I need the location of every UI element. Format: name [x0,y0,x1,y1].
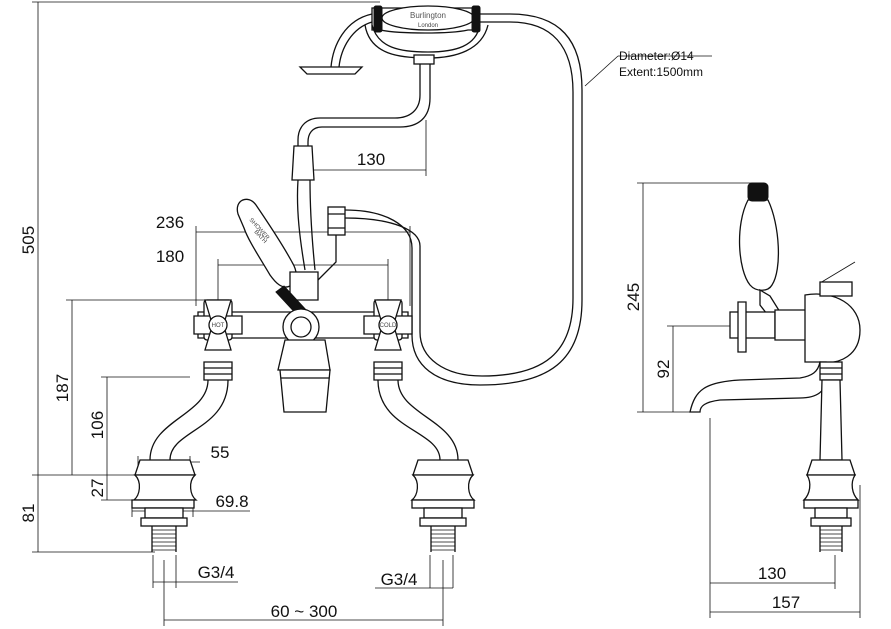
cold-label: COLD [380,323,397,329]
dim-187: 187 [53,374,72,402]
dim-180: 180 [156,247,184,266]
side-view [689,182,861,552]
dim-92: 92 [654,360,673,379]
right-leg [373,361,476,552]
dim-centres-range: 60 ~ 300 [271,602,338,621]
dim-130-side: 130 [758,564,786,583]
hot-valve: HOT [193,299,243,351]
cold-valve: COLD [363,299,413,351]
dim-106: 106 [88,411,107,439]
dim-69-8: 69.8 [215,492,248,511]
dim-81: 81 [19,504,38,523]
dim-27: 27 [88,479,107,498]
hose-diameter-note: Diameter:Ø14 [619,49,694,63]
dim-157: 157 [772,593,800,612]
thread-left-label: G3/4 [198,563,235,582]
dim-236: 236 [156,213,184,232]
thread-right-label: G3/4 [381,570,418,589]
mixer-body: SHOWER BATH HOT COLD [131,198,476,552]
shower-handset [291,5,583,386]
left-leg [131,361,233,552]
brand-label: Burlington [410,11,446,20]
hot-label: HOT [212,323,225,329]
dim-245: 245 [624,283,643,311]
dim-130-handset: 130 [357,150,385,169]
dim-55: 55 [211,443,230,462]
hose-extent-note: Extent:1500mm [619,65,703,79]
diverter-lever: SHOWER BATH [236,198,319,319]
brand-sub-label: London [418,23,438,29]
labels: Burlington London Diameter:Ø14 Extent:15… [19,11,800,621]
dim-505: 505 [19,226,38,254]
